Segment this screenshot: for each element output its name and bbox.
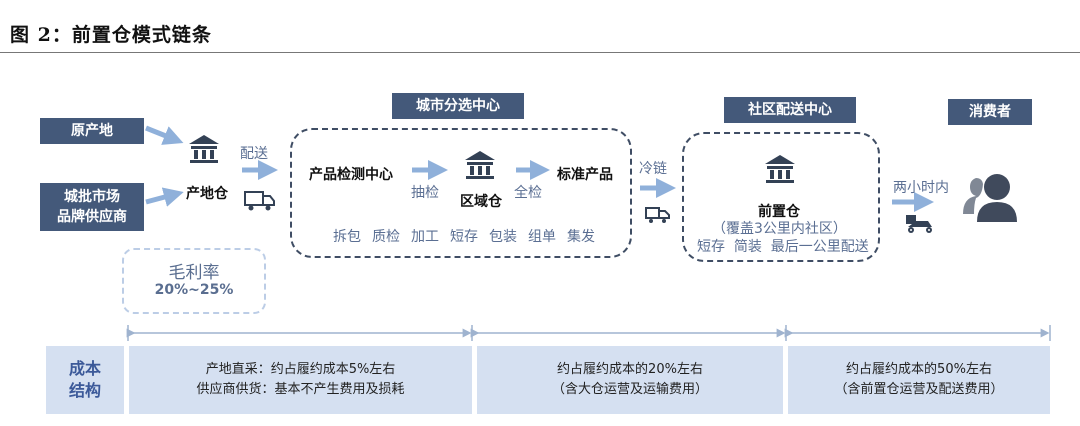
regional-warehouse-icon <box>465 151 495 179</box>
operation-item: 集发 <box>567 229 595 245</box>
cold-chain-label: 冷链 <box>639 161 667 177</box>
coverage-label: （覆盖3公里内社区） <box>712 221 847 237</box>
figure-title: 图 2：前置仓模式链条 <box>10 24 212 46</box>
cost-line: 约占履约成本的20%左右 <box>557 362 703 377</box>
gross-margin-label: 毛利率 <box>168 263 220 283</box>
regional-warehouse-label: 区域仓 <box>460 194 502 210</box>
gross-margin-box <box>122 248 266 314</box>
cost-line: 供应商供货：基本不产生费用及损耗 <box>196 382 405 397</box>
cost-line: 约占履约成本的50%左右 <box>846 362 992 377</box>
arrow-origin <box>145 125 184 145</box>
warehouse-icon <box>189 135 219 163</box>
community-center-title: 社区配送中心 <box>724 97 856 123</box>
cost-line: 产地直采：约占履约成本5%左右 <box>205 362 396 377</box>
origin-warehouse-label: 产地仓 <box>186 186 228 202</box>
front-warehouse-icon <box>765 155 795 183</box>
operation-item: 短存 <box>450 229 478 245</box>
gross-margin-value: 20%~25% <box>154 282 234 298</box>
spot-check-label: 抽检 <box>411 185 439 201</box>
city-center-title: 城市分选中心 <box>392 93 524 119</box>
source-origin: 原产地 <box>40 118 144 144</box>
arrow-wholesale <box>145 187 184 207</box>
truck-icon <box>244 191 275 211</box>
delivery-time-label: 两小时内 <box>893 180 949 196</box>
community-operations: 短存 简装 最后一公里配送 <box>697 239 869 255</box>
standard-product-label: 标准产品 <box>557 167 613 183</box>
delivery-label: 配送 <box>240 146 268 162</box>
title-rule <box>0 52 1080 53</box>
cost-line: （含大仓运营及运输费用） <box>551 382 708 397</box>
city-center-box <box>290 128 632 258</box>
operation-item: 拆包 <box>333 229 361 245</box>
consumer-title: 消费者 <box>948 99 1032 125</box>
front-warehouse-label: 前置仓 <box>758 204 800 220</box>
truck-icon <box>645 207 670 223</box>
cost-line: （含前置仓运营及配送费用） <box>834 382 1004 397</box>
operation-item: 质检 <box>372 229 400 245</box>
consumer-icon <box>963 174 1017 222</box>
city-operations-list: 拆包 质检 加工 短存 包装 组单 集发 <box>333 226 595 246</box>
scooter-icon <box>906 215 932 233</box>
operation-item: 包装 <box>489 229 517 245</box>
full-check-label: 全检 <box>514 185 542 201</box>
inspection-center-label: 产品检测中心 <box>309 167 393 183</box>
cost-cell-origin: 产地直采：约占履约成本5%左右 供应商供货：基本不产生费用及损耗 <box>129 346 472 414</box>
community-center-box <box>682 132 880 262</box>
cost-cell-city: 约占履约成本的20%左右 （含大仓运营及运输费用） <box>477 346 783 414</box>
source-wholesale: 城批市场 品牌供应商 <box>40 183 144 231</box>
cost-cell-community: 约占履约成本的50%左右 （含前置仓运营及配送费用） <box>788 346 1050 414</box>
operation-item: 组单 <box>528 229 556 245</box>
cost-structure-header: 成本 结构 <box>46 346 124 414</box>
operation-item: 加工 <box>411 229 439 245</box>
